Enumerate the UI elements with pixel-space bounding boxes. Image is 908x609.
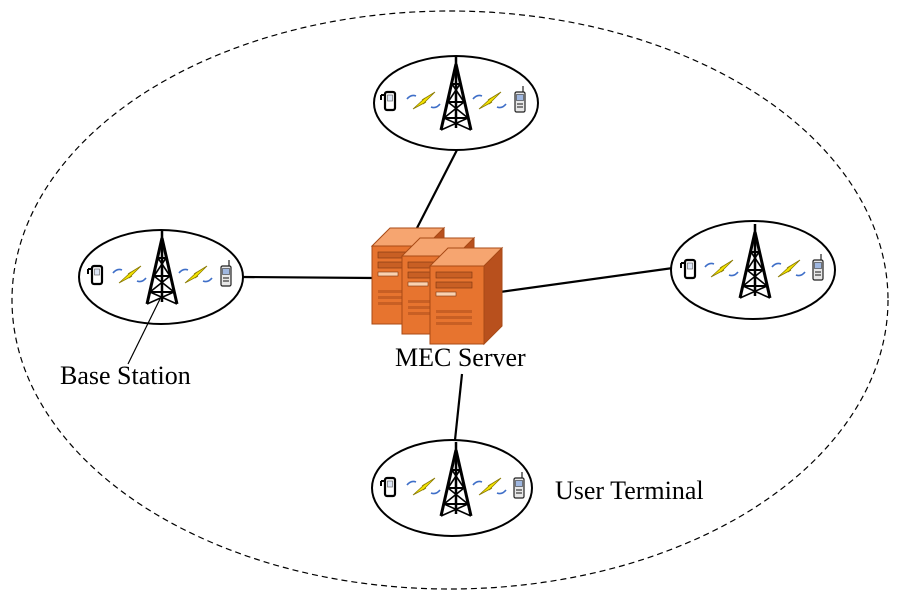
- bottom-cell: [371, 439, 533, 537]
- top-cell: [373, 54, 539, 151]
- right-cell: [670, 220, 836, 320]
- link-bottom: [453, 373, 464, 441]
- base-station-label: Base Station: [60, 361, 191, 390]
- server-icon: [371, 227, 503, 345]
- link-right: [499, 266, 674, 294]
- link-left: [242, 275, 375, 280]
- server-links: [242, 147, 674, 441]
- link-top: [416, 147, 459, 229]
- server-label: MEC Server: [395, 343, 526, 372]
- left-cell: [78, 228, 244, 325]
- coverage-area-boundary: [11, 10, 889, 590]
- user-terminal-label: User Terminal: [555, 476, 704, 505]
- base-station-callout: [127, 298, 161, 365]
